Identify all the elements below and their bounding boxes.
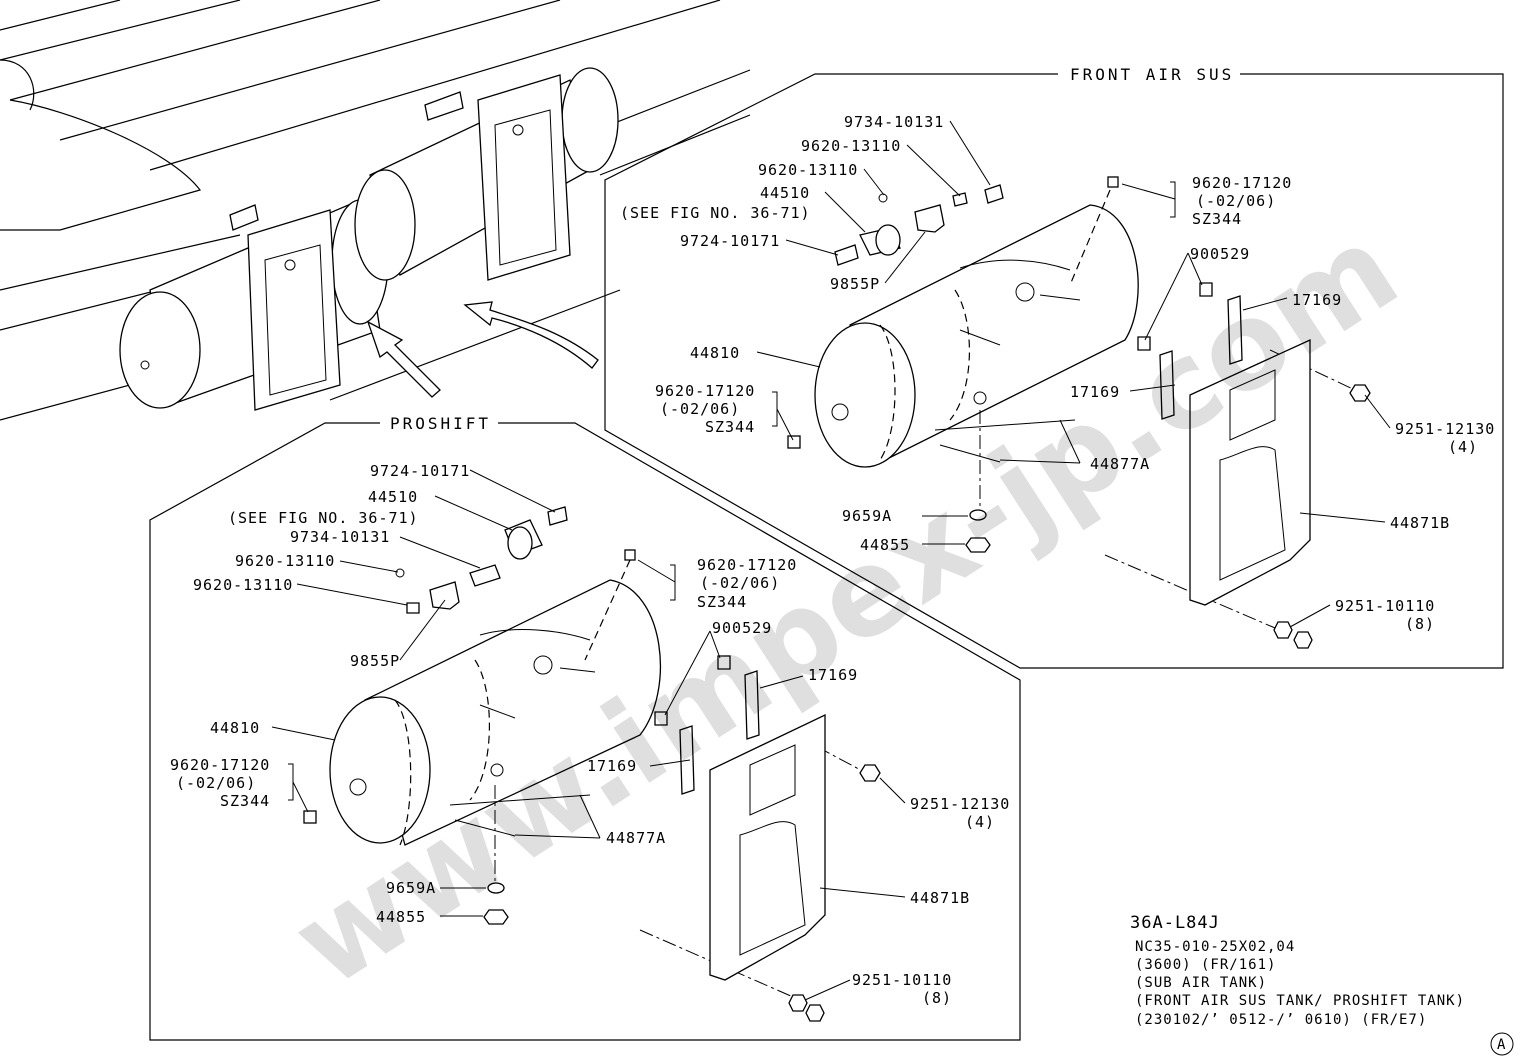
front-bracket xyxy=(1159,295,1371,649)
proshift-box: PROSHIFT xyxy=(149,414,1021,1041)
front-valves xyxy=(834,184,1213,351)
front-label-9620-17120: 9620-17120 xyxy=(1192,174,1292,192)
proshift-label-44810: 44810 xyxy=(210,719,260,737)
proshift-label-44855: 44855 xyxy=(376,908,426,926)
proshift-label-17169-b: 17169 xyxy=(587,757,637,775)
front-label-17169-b: 17169 xyxy=(1070,383,1120,401)
proshift-valves xyxy=(395,506,731,726)
proshift-label-900529: 900529 xyxy=(712,619,772,637)
proshift-label-02-06: (-02/06) xyxy=(700,574,780,592)
front-labels: 9734-10131 9620-13110 9620-13110 44510 (… xyxy=(620,113,1495,633)
footer-line-3: (SUB AIR TANK) xyxy=(1135,975,1267,991)
front-label-44877a: 44877A xyxy=(1090,455,1150,473)
front-label-9659a: 9659A xyxy=(842,507,892,525)
front-label-9724-10171: 9724-10171 xyxy=(680,232,780,250)
front-label-9251-10110: 9251-10110 xyxy=(1335,597,1435,615)
proshift-bracket xyxy=(679,670,881,1022)
proshift-label-sz344: SZ344 xyxy=(697,593,747,611)
front-label-44810: 44810 xyxy=(690,344,740,362)
proshift-label-9251-12130: 9251-12130 xyxy=(910,795,1010,813)
proshift-title: PROSHIFT xyxy=(390,414,491,433)
proshift-label-4: (4) xyxy=(965,813,995,831)
front-label-8: (8) xyxy=(1405,615,1435,633)
footer-line-4: (FRONT AIR SUS TANK/ PROSHIFT TANK) xyxy=(1135,993,1465,1009)
front-label-17169-a: 17169 xyxy=(1292,291,1342,309)
front-label-44855: 44855 xyxy=(860,536,910,554)
proshift-label-44877a: 44877A xyxy=(606,829,666,847)
proshift-label-9659a: 9659A xyxy=(386,879,436,897)
front-leaders xyxy=(756,120,1391,628)
front-label-9855p: 9855P xyxy=(830,275,880,293)
front-label-see-fig: (SEE FIG NO. 36-71) xyxy=(620,204,811,222)
proshift-labels: 9724-10171 44510 (SEE FIG NO. 36-71) 973… xyxy=(170,462,1010,1007)
front-label-44871b: 44871B xyxy=(1390,514,1450,532)
proshift-label-9620-17120-b: 9620-17120 xyxy=(170,756,270,774)
proshift-leaders xyxy=(271,469,906,1001)
front-label-4: (4) xyxy=(1448,438,1478,456)
proshift-label-9251-10110: 9251-10110 xyxy=(852,971,952,989)
proshift-label-44510: 44510 xyxy=(368,488,418,506)
proshift-label-44871b: 44871B xyxy=(910,889,970,907)
footer-line-1: NC35-010-25X02,04 xyxy=(1135,939,1295,955)
arrows xyxy=(366,301,599,398)
front-label-9251-12130: 9251-12130 xyxy=(1395,420,1495,438)
front-label-9620-13110-a: 9620-13110 xyxy=(801,137,901,155)
proshift-label-see-fig: (SEE FIG NO. 36-71) xyxy=(228,509,419,527)
front-label-02-06-b: (-02/06) xyxy=(660,400,740,418)
proshift-tank xyxy=(303,549,871,1001)
proshift-label-17169-a: 17169 xyxy=(808,666,858,684)
front-label-9620-17120-b: 9620-17120 xyxy=(655,382,755,400)
proshift-label-9734-10131: 9734-10131 xyxy=(290,528,390,546)
proshift-label-9855p: 9855P xyxy=(350,652,400,670)
corner-marker: A xyxy=(1497,1037,1506,1053)
front-label-02-06: (-02/06) xyxy=(1196,192,1276,210)
front-title: FRONT AIR SUS xyxy=(1070,65,1234,84)
proshift-label-sz344-b: SZ344 xyxy=(220,792,270,810)
front-air-sus-box: FRONT AIR SUS xyxy=(604,65,1504,669)
front-label-44510: 44510 xyxy=(760,184,810,202)
front-tank xyxy=(787,176,1356,629)
proshift-label-9620-17120: 9620-17120 xyxy=(697,556,797,574)
footer-line-5: (230102/’ 0512-/’ 0610) (FR/E7) xyxy=(1135,1012,1427,1028)
front-label-9620-13110-b: 9620-13110 xyxy=(758,161,858,179)
footer-block: 36A-L84J NC35-010-25X02,04 (3600) (FR/16… xyxy=(1130,913,1514,1056)
footer-line-2: (3600) (FR/161) xyxy=(1135,957,1276,973)
front-label-900529: 900529 xyxy=(1190,245,1250,263)
proshift-label-9620-13110-b: 9620-13110 xyxy=(193,576,293,594)
proshift-label-02-06-b: (-02/06) xyxy=(176,774,256,792)
proshift-label-8: (8) xyxy=(922,989,952,1007)
footer-code: 36A-L84J xyxy=(1130,913,1220,933)
front-label-sz344-b: SZ344 xyxy=(705,418,755,436)
corner-marker-circle xyxy=(1490,1032,1514,1056)
proshift-label-9724-10171: 9724-10171 xyxy=(370,462,470,480)
frame-tanks xyxy=(119,67,619,411)
front-label-sz344: SZ344 xyxy=(1192,210,1242,228)
front-label-9734-10131: 9734-10131 xyxy=(844,113,944,131)
proshift-label-9620-13110-a: 9620-13110 xyxy=(235,552,335,570)
